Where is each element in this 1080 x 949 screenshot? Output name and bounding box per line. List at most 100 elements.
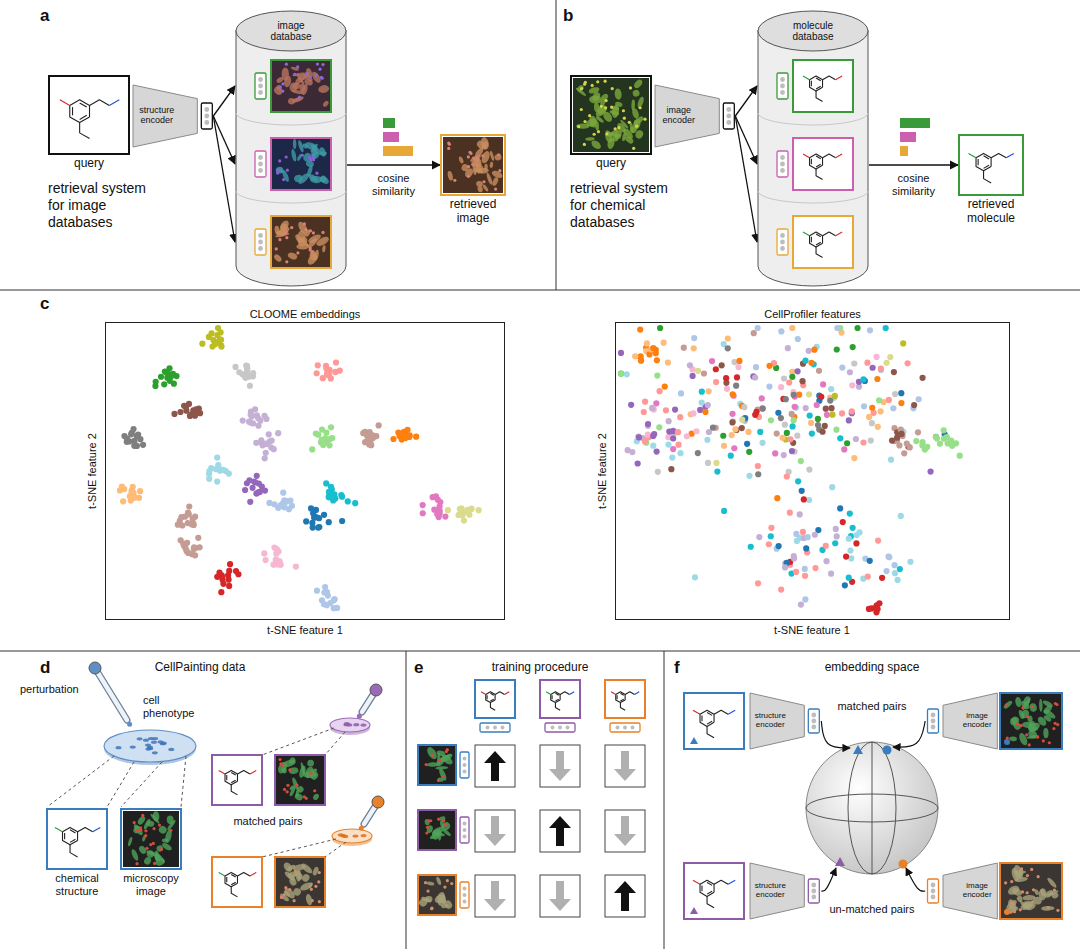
scatter-point [847, 369, 853, 375]
scatter-point [898, 390, 904, 396]
double-bond [80, 103, 87, 107]
scatter-point [915, 429, 921, 435]
image-marker [1004, 909, 1010, 915]
similarity-bar [900, 118, 930, 128]
nucleus [311, 899, 314, 902]
drawing-part [127, 722, 132, 727]
entry-frame [271, 60, 331, 112]
scatter-point [753, 364, 759, 370]
image-point [899, 860, 908, 869]
scatter-point [815, 416, 821, 422]
vector-dot [726, 120, 731, 125]
scatter-point [867, 558, 873, 564]
cell [361, 834, 367, 837]
scatter-point [822, 423, 828, 429]
cell [491, 177, 499, 187]
chain [70, 845, 78, 857]
similarity-cell [475, 745, 515, 787]
scatter-point [692, 574, 698, 580]
micrograph [419, 811, 455, 849]
vector-dot [486, 726, 490, 730]
scatter-point [158, 374, 164, 380]
chain [237, 770, 250, 774]
similarity-cell [475, 810, 515, 852]
push-arrow [549, 881, 571, 911]
double-bond [231, 780, 235, 783]
scatter-point [709, 358, 715, 364]
nucleus [426, 826, 429, 829]
double-bond [70, 839, 75, 842]
molecule-drawing [803, 76, 842, 102]
shelf-line [758, 191, 868, 203]
cell [1041, 906, 1055, 911]
nucleus [309, 75, 312, 78]
node-caption: query [44, 157, 134, 171]
scatter-point [828, 571, 834, 577]
scatter-point [793, 569, 799, 575]
double-bond [70, 830, 75, 833]
ring [225, 872, 237, 886]
drawing-part [47, 756, 114, 807]
embedding-vector [545, 723, 575, 732]
scatter-point [232, 364, 238, 370]
scatter-point [328, 424, 334, 430]
scatter-point [809, 431, 815, 437]
scatter-point [366, 436, 372, 442]
scatter-point [729, 411, 735, 417]
scatter-point [778, 328, 784, 334]
hetero-bond [836, 232, 843, 236]
scatter-point [695, 450, 701, 456]
scatter-point [654, 357, 660, 363]
scatter-point [263, 450, 269, 456]
pipette [359, 796, 384, 831]
scatter-point [846, 536, 852, 542]
scatter-point [665, 359, 671, 365]
scatter-point [850, 525, 856, 531]
structure-box [605, 680, 645, 718]
structure-box [212, 755, 262, 805]
nucleus [317, 880, 320, 883]
micrograph-ground [276, 756, 324, 804]
scatter-point [649, 405, 655, 411]
cell [302, 152, 312, 163]
double-bond [231, 874, 235, 877]
double-bond [707, 721, 712, 724]
cell [360, 724, 366, 727]
nucleus [283, 788, 286, 791]
cell [305, 893, 313, 906]
panel-letter: f [674, 658, 680, 678]
annotation: cell phenotype [143, 694, 203, 720]
scatter-point [268, 444, 274, 450]
double-bond [487, 695, 488, 699]
nucleus [482, 180, 485, 183]
scatter-point [766, 383, 772, 389]
scatter-point [226, 583, 232, 589]
scatter-point [681, 345, 687, 351]
double-bond [620, 699, 623, 701]
scatter-point [861, 403, 867, 409]
scatter-point [319, 427, 325, 433]
cell [491, 169, 504, 179]
cell [447, 170, 454, 181]
node-caption: retrieved molecule [951, 198, 1031, 226]
scatter-point [247, 499, 253, 505]
scatter-point [768, 525, 774, 531]
nucleus [450, 882, 453, 885]
scatter-point [944, 434, 950, 440]
scatter-point [842, 582, 848, 588]
chain [555, 703, 560, 711]
cell [352, 834, 358, 837]
cell [1010, 715, 1020, 725]
nucleus [288, 768, 291, 771]
cell [297, 172, 311, 186]
scatter-point [797, 511, 803, 517]
scatter-point [833, 427, 839, 433]
nucleus [632, 147, 635, 150]
nucleus [1037, 875, 1040, 878]
scatter-point [695, 368, 701, 374]
nucleus [152, 827, 155, 830]
cell [1020, 699, 1032, 711]
cell [148, 737, 154, 740]
panel-caption: retrieval system for chemical databases [570, 180, 682, 230]
drawing-part [406, 651, 407, 949]
